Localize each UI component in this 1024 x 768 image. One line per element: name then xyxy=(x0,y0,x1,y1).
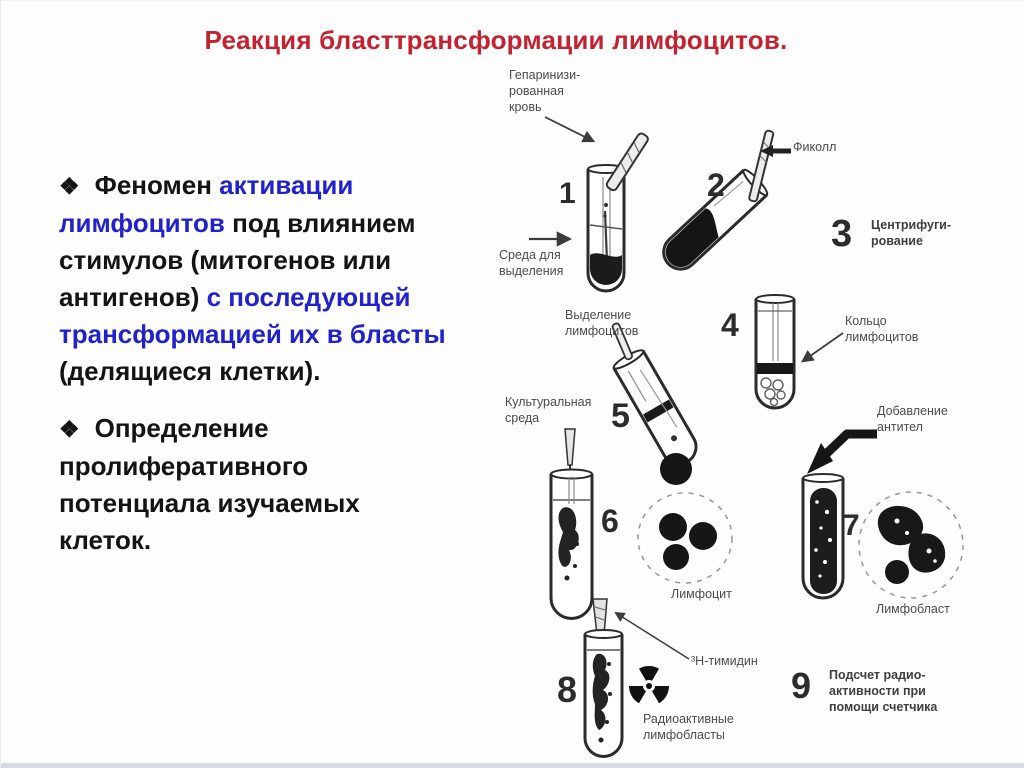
bullet-marker-icon: ❖ xyxy=(59,416,80,442)
label-radioactive-lymphoblasts: Радиоактивные лимфобласты xyxy=(643,712,734,742)
step-number-3: 3 xyxy=(831,213,853,255)
test-tube-8 xyxy=(583,629,624,758)
arrow-ficoll xyxy=(760,145,791,157)
pipette-5 xyxy=(611,322,633,361)
step-number-7: 7 xyxy=(843,509,860,542)
test-tube-7 xyxy=(801,473,845,600)
radioactive-icon xyxy=(629,666,669,704)
label-heparinized-blood: Гепаринизи- рованная кровь xyxy=(509,68,581,114)
slide-bottom-edge xyxy=(1,763,1024,768)
arrow-heparin-blood xyxy=(544,116,596,143)
arrow-thymidine xyxy=(614,611,690,660)
step-number-8: 8 xyxy=(557,669,578,710)
label-isolation-medium: Среда для выделения xyxy=(499,248,564,278)
label-ficoll: Фиколл xyxy=(793,140,837,154)
label-centrifugation: Центрифуги- рование xyxy=(871,218,952,248)
label-lymphoblast: Лимфобласт xyxy=(876,602,950,616)
label-thymidine: ³Н-тимидин xyxy=(691,654,758,668)
text-segment: под влиянием стимулов (митогенов или ант… xyxy=(59,208,416,312)
pipette-1 xyxy=(605,132,649,192)
procedure-diagram: 1 2 3 4 5 6 7 8 9 Гепаринизи- рованная к… xyxy=(481,61,1024,761)
label-antibody-addition: Добавление антител xyxy=(877,404,948,434)
test-tube-6 xyxy=(549,468,594,620)
text-segment-highlight: активации лимфоцитов xyxy=(59,170,354,238)
bullet-paragraph-2: ❖Определение пролиферативного потенциала… xyxy=(59,410,453,559)
lymphoblast-cell-cluster xyxy=(858,491,964,599)
step-number-1: 1 xyxy=(559,177,576,210)
step-number-5: 5 xyxy=(611,397,630,435)
text-segment: (делящиеся клетки). xyxy=(59,356,321,386)
arrow-lymphocyte-ring xyxy=(800,332,844,363)
dropper-6 xyxy=(564,428,576,475)
step-number-4: 4 xyxy=(721,307,739,343)
bullet-text-block: ❖ Феномен активации лимфоцитов под влияни… xyxy=(59,167,453,579)
label-culture-medium: Культуральная среда xyxy=(505,395,592,425)
label-radioactivity-counting: Подсчет радио- активности при помощи сче… xyxy=(829,668,938,714)
label-lymphocyte-isolation: Выделение лимфоцитов xyxy=(565,308,639,338)
bullet-paragraph-1: ❖ Феномен активации лимфоцитов под влияни… xyxy=(59,167,453,390)
procedure-illustration xyxy=(529,116,964,758)
step-number-2: 2 xyxy=(707,167,725,203)
lymphocyte-cell-cluster xyxy=(637,453,733,584)
text-segment: Определение пролиферативного потенциала … xyxy=(59,413,360,555)
bullet-marker-icon: ❖ xyxy=(59,173,80,199)
text-segment-highlight: с последующей трансформацией их в бласты xyxy=(59,282,446,349)
test-tube-4 xyxy=(754,294,796,410)
arrow-antibody-addition xyxy=(807,429,877,474)
step-number-6: 6 xyxy=(601,503,619,539)
label-lymphocyte: Лимфоцит xyxy=(671,587,732,601)
label-lymphocyte-ring: Кольцо лимфоцитов xyxy=(845,314,919,344)
slide-title: Реакция бласттрансформации лимфоцитов. xyxy=(204,25,788,55)
step-number-9: 9 xyxy=(791,665,812,706)
text-segment: Феномен xyxy=(94,170,220,200)
